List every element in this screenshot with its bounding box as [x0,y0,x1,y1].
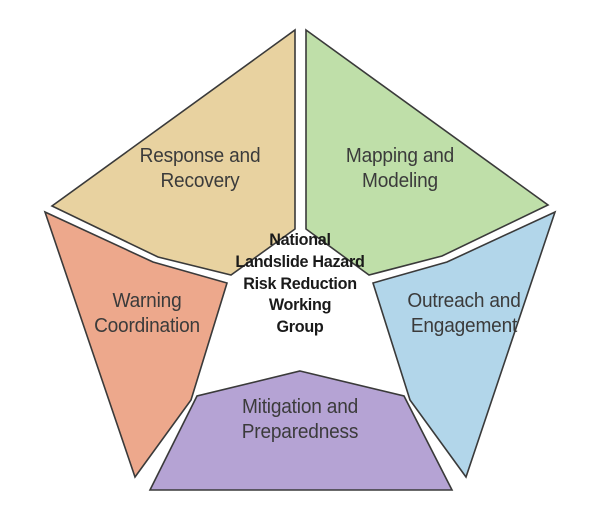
wedge-mapping-and-modeling[interactable] [305,28,550,276]
wedge-mitigation-and-preparedness[interactable] [148,370,454,491]
wedge-warning-coordination[interactable] [43,210,229,479]
wedge-outreach-and-engagement[interactable] [371,210,557,479]
wedge-response-and-recovery[interactable] [50,28,296,276]
